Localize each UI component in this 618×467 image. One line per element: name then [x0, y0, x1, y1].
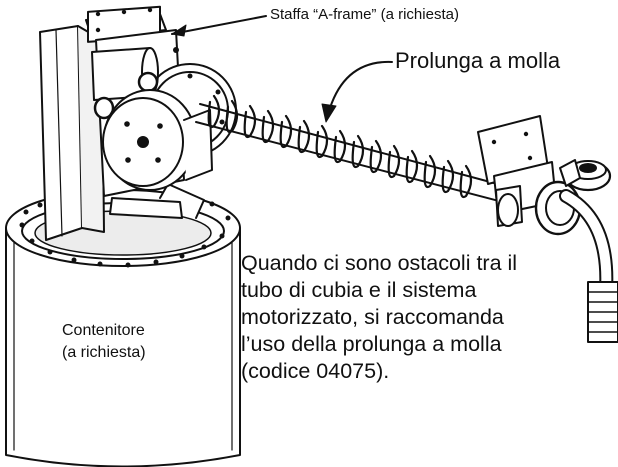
note-line: tubo di cubia e il sistema	[241, 278, 477, 302]
hawse-pipe-assembly	[477, 115, 618, 343]
container-label: Contenitore (a richiesta)	[62, 320, 146, 364]
callout-arrows	[171, 15, 393, 123]
a-frame-bracket	[39, 5, 205, 241]
spring-coils	[207, 94, 473, 199]
note-line: Quando ci sono ostacoli tra il	[241, 251, 518, 275]
motor-unit	[91, 29, 237, 197]
rim-bolts	[19, 201, 231, 268]
staffa-arrowhead	[171, 24, 187, 37]
a-frame-bracket-label: Staffa “A-frame” (a richiesta)	[270, 6, 459, 23]
spring-extension-label: Prolunga a molla	[395, 48, 561, 73]
prolunga-leader-line	[329, 60, 393, 109]
prolunga-arrowhead	[321, 103, 337, 123]
container-label-line: (a richiesta)	[62, 344, 146, 361]
note-line: l’uso della prolunga a molla	[241, 332, 502, 356]
spring-extension	[195, 94, 521, 207]
recommendation-note: Quando ci sono ostacoli tra il tubo di c…	[241, 250, 517, 385]
note-line: (codice 04075).	[241, 359, 390, 383]
staffa-leader-line	[171, 15, 267, 35]
note-line: motorizzato, si raccomanda	[241, 305, 504, 329]
container-label-line: Contenitore	[62, 322, 145, 339]
